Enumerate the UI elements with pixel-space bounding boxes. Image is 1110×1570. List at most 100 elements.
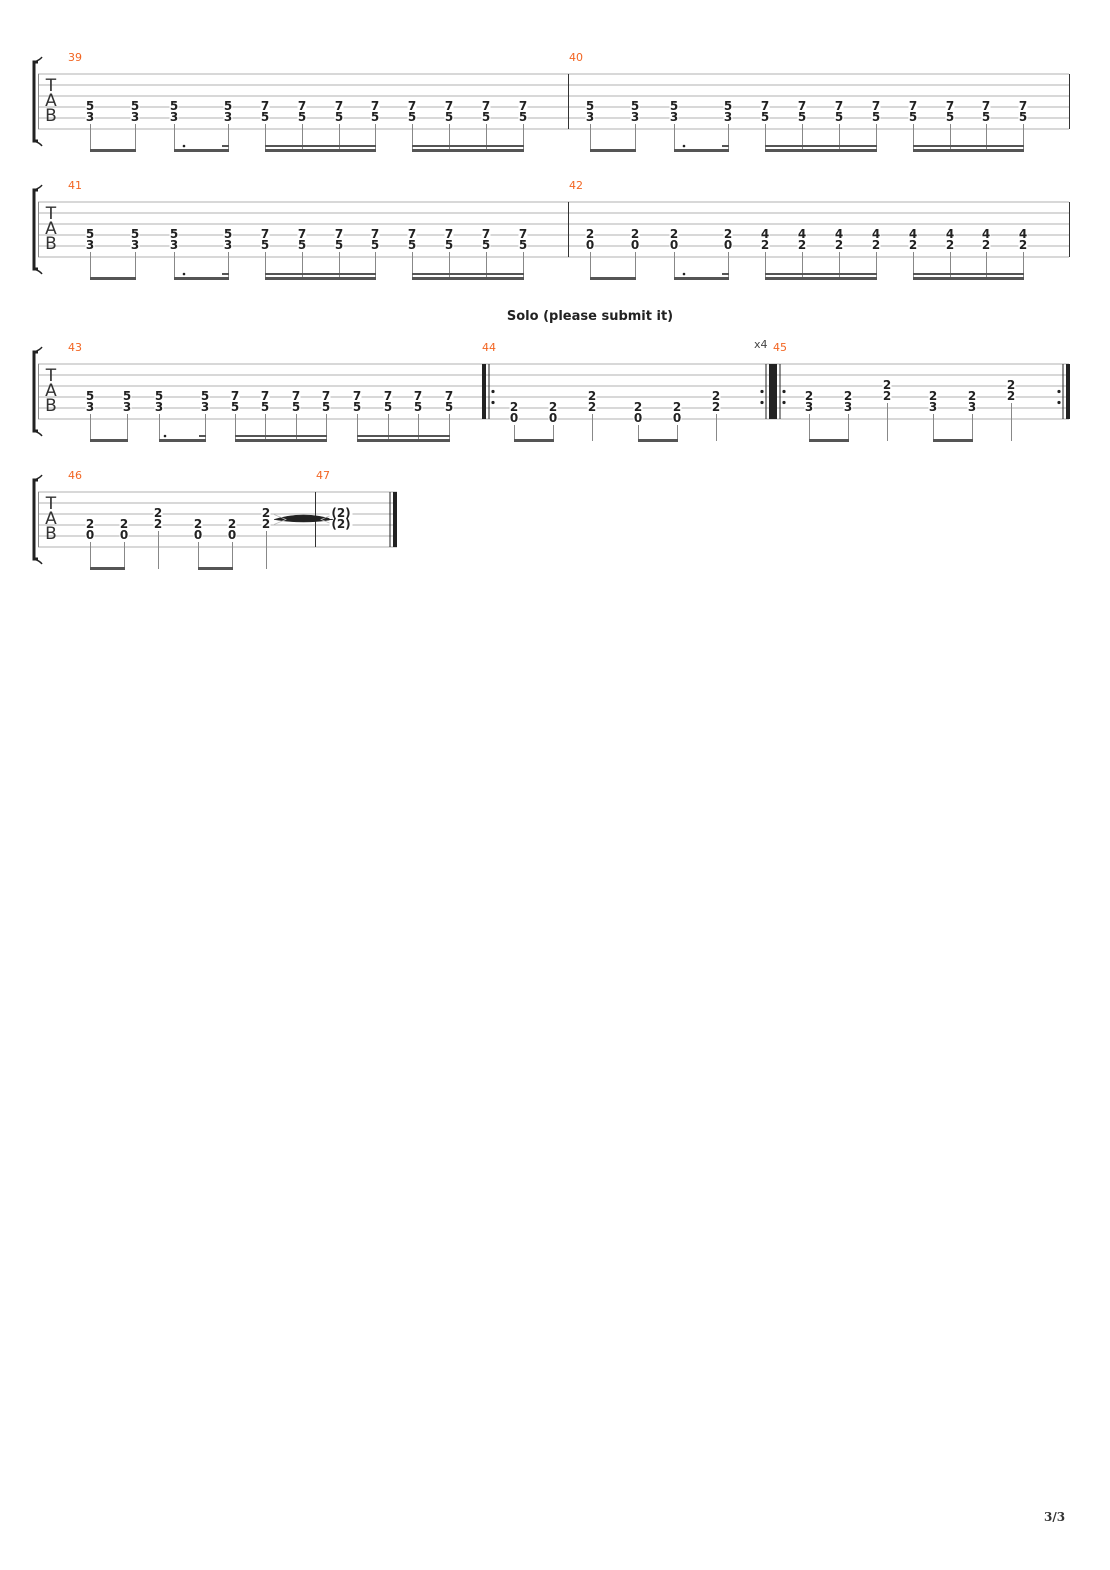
note-bg bbox=[352, 403, 362, 413]
fret-number: 7 bbox=[322, 389, 330, 403]
fret-number: 0 bbox=[194, 528, 202, 542]
beat: 20 bbox=[672, 400, 682, 441]
note-bg bbox=[908, 230, 918, 240]
fret-number: 3 bbox=[131, 238, 139, 252]
fret-number: 2 bbox=[634, 400, 642, 414]
fret-number: 5 bbox=[519, 110, 527, 124]
beam bbox=[265, 149, 376, 152]
beat: 20 bbox=[585, 227, 595, 279]
measure-number: 39 bbox=[68, 51, 82, 64]
fret-number: 7 bbox=[335, 227, 343, 241]
beam bbox=[90, 567, 125, 570]
note-bg bbox=[370, 102, 380, 112]
note-bg bbox=[119, 520, 129, 530]
fret-number: 2 bbox=[712, 400, 720, 414]
note-bg bbox=[518, 113, 528, 123]
fret-number: 2 bbox=[154, 506, 162, 520]
fret-number: 5 bbox=[909, 110, 917, 124]
beam bbox=[674, 149, 729, 152]
fret-number: 2 bbox=[631, 227, 639, 241]
note-bg bbox=[260, 230, 270, 240]
note-bg bbox=[85, 392, 95, 402]
note-bg bbox=[945, 102, 955, 112]
fret-number: 0 bbox=[673, 411, 681, 425]
note-bg bbox=[1018, 113, 1028, 123]
note-bg bbox=[834, 102, 844, 112]
fret-number: 5 bbox=[482, 110, 490, 124]
fret-number: (2) bbox=[331, 506, 350, 520]
beat: 23 bbox=[843, 389, 853, 441]
note-bg bbox=[834, 241, 844, 251]
fret-number: 5 bbox=[1019, 110, 1027, 124]
tab-clef-letter: T bbox=[45, 76, 57, 96]
note-bg bbox=[843, 392, 853, 402]
beam bbox=[590, 149, 636, 152]
beat: 20 bbox=[548, 400, 558, 441]
beat: 75 bbox=[1018, 99, 1028, 151]
fret-number: 5 bbox=[798, 110, 806, 124]
fret-number: 2 bbox=[968, 389, 976, 403]
note-bg bbox=[444, 403, 454, 413]
beat: 75 bbox=[760, 99, 770, 151]
note-bg bbox=[227, 520, 237, 530]
secondary-beam bbox=[765, 273, 877, 275]
beam bbox=[412, 149, 524, 152]
note-bg bbox=[633, 403, 643, 413]
beat: 53 bbox=[169, 99, 179, 151]
repeat-dot bbox=[1057, 389, 1061, 394]
note-bg bbox=[518, 230, 528, 240]
note-bg bbox=[85, 113, 95, 123]
beam bbox=[412, 277, 524, 280]
beat: 42 bbox=[981, 227, 991, 279]
system-bracket bbox=[32, 478, 38, 561]
secondary-beam bbox=[412, 145, 524, 147]
secondary-beam bbox=[265, 273, 376, 275]
beat: 75 bbox=[444, 227, 454, 279]
beat: 75 bbox=[834, 99, 844, 151]
fret-number: 2 bbox=[805, 389, 813, 403]
note-bg bbox=[230, 392, 240, 402]
fret-number: 2 bbox=[835, 238, 843, 252]
section-title: Solo (please submit it) bbox=[506, 309, 674, 324]
fret-number: 5 bbox=[586, 99, 594, 113]
fret-number: 5 bbox=[335, 238, 343, 252]
beat: 53 bbox=[154, 389, 164, 441]
beat: 75 bbox=[260, 99, 270, 151]
fret-number: 5 bbox=[408, 238, 416, 252]
fret-number: 3 bbox=[201, 400, 209, 414]
note-bg bbox=[630, 113, 640, 123]
note-bg bbox=[85, 531, 95, 541]
fret-number: 0 bbox=[510, 411, 518, 425]
fret-number: 2 bbox=[228, 517, 236, 531]
fret-number: 5 bbox=[298, 238, 306, 252]
fret-number: 2 bbox=[798, 238, 806, 252]
note-bg bbox=[843, 403, 853, 413]
beat: 22 bbox=[882, 378, 892, 441]
measure-number: 45 bbox=[773, 341, 787, 354]
note-bg bbox=[230, 403, 240, 413]
fret-number: 5 bbox=[371, 110, 379, 124]
tab-clef-letter: B bbox=[45, 106, 57, 126]
note-bg bbox=[407, 102, 417, 112]
fret-number: 5 bbox=[384, 400, 392, 414]
note-bg bbox=[169, 241, 179, 251]
bracket-curl bbox=[33, 56, 43, 147]
beat: 42 bbox=[797, 227, 807, 279]
fret-number: 5 bbox=[231, 400, 239, 414]
tab-clef-letter: B bbox=[45, 234, 57, 254]
fret-number: 2 bbox=[586, 227, 594, 241]
note-bg bbox=[169, 113, 179, 123]
beam bbox=[514, 439, 554, 442]
page-number: 3/3 bbox=[1044, 1510, 1066, 1524]
fret-number: 3 bbox=[968, 400, 976, 414]
beat: 75 bbox=[871, 99, 881, 151]
note-bg bbox=[383, 403, 393, 413]
tab-clef-letter: A bbox=[45, 381, 57, 401]
beat: 75 bbox=[370, 99, 380, 151]
fret-number: 5 bbox=[631, 99, 639, 113]
repeat-dot bbox=[491, 400, 495, 405]
fret-number: 7 bbox=[445, 389, 453, 403]
fret-number: 5 bbox=[86, 389, 94, 403]
